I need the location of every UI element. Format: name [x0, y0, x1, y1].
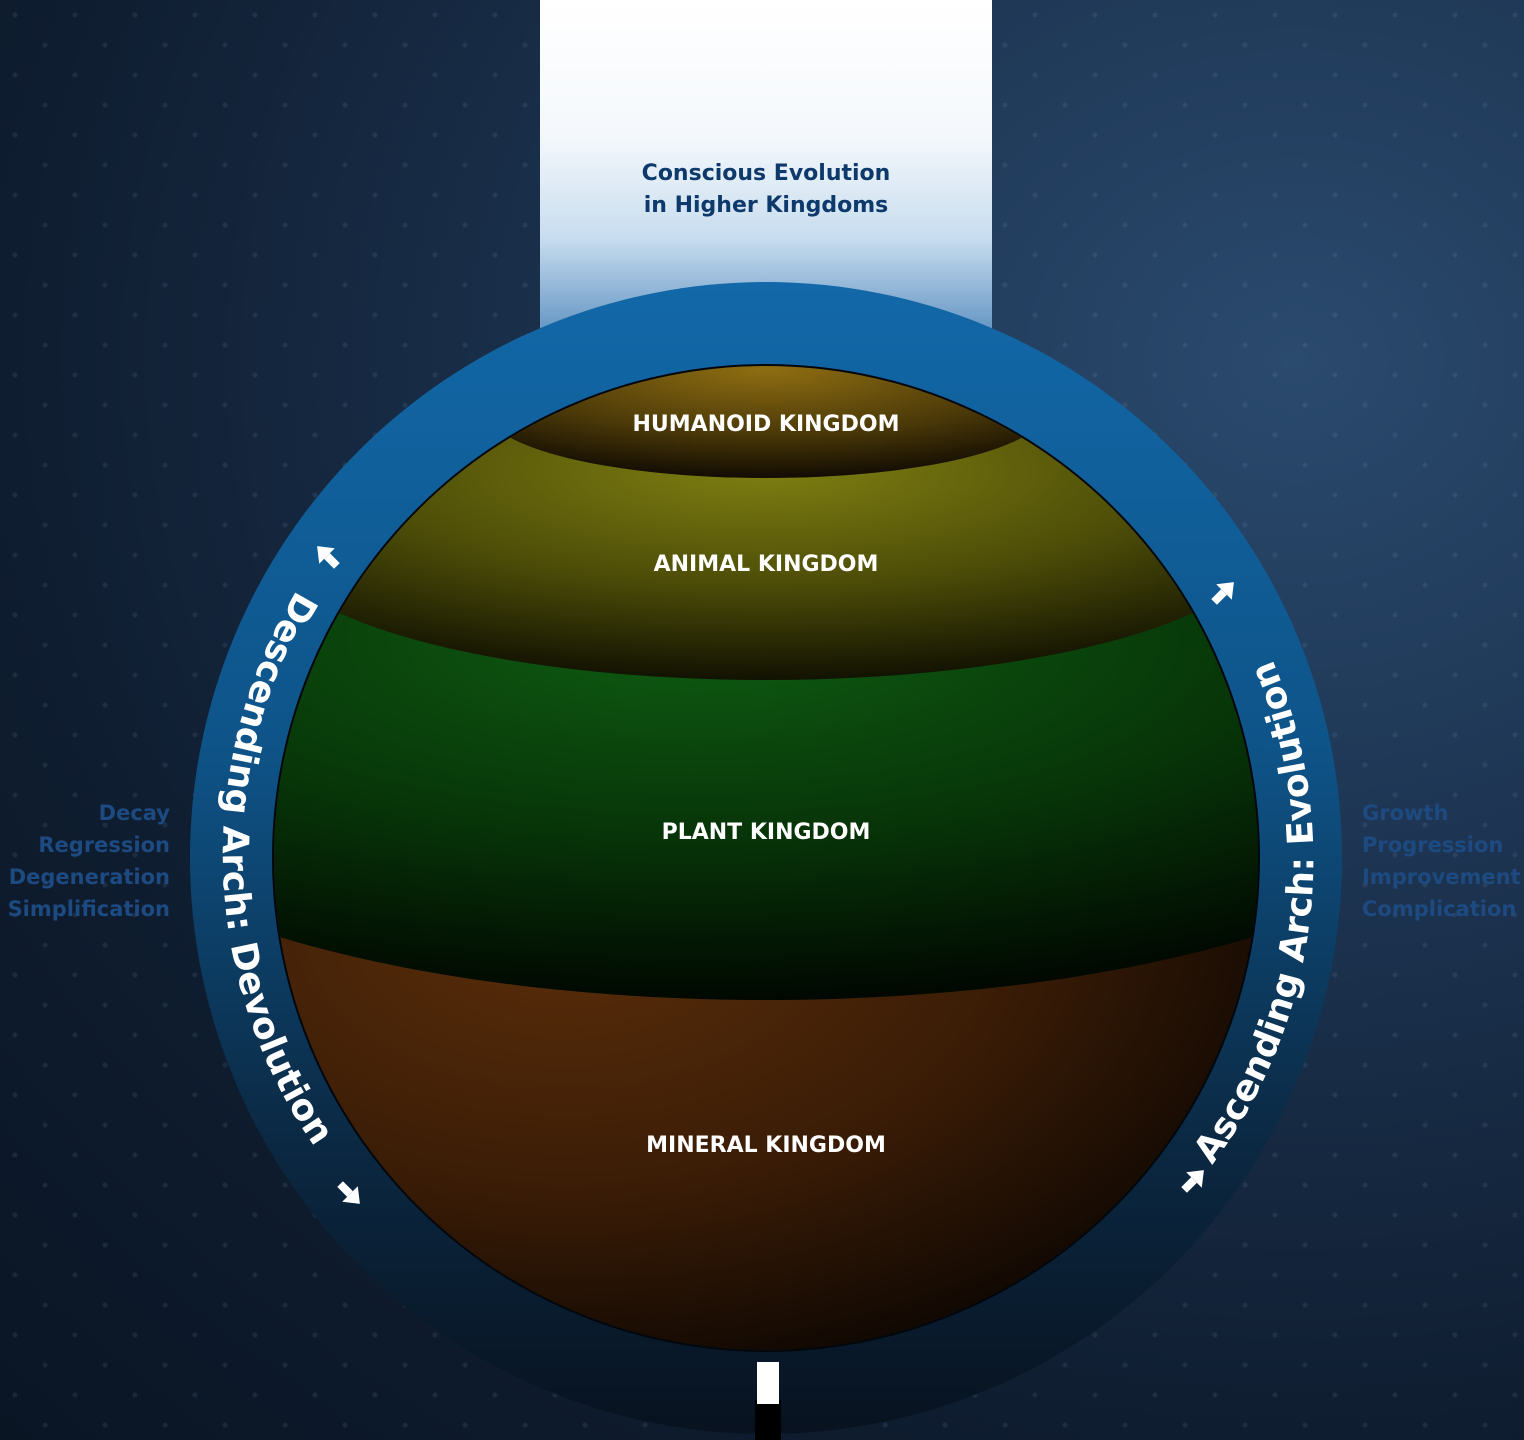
bottom-gap — [755, 1400, 781, 1440]
white-bar-marker — [757, 1362, 779, 1404]
higher-kingdoms-title-line1: Conscious Evolution — [641, 161, 891, 186]
right-word-improvement: Improvement — [1362, 865, 1521, 889]
plant-kingdom-label: PLANT KINGDOM — [662, 820, 871, 845]
arrow-down-left-icon — [317, 546, 340, 569]
left-word-decay: Decay — [98, 801, 170, 825]
animal-layer — [274, 400, 1258, 680]
right-word-progression: Progression — [1362, 833, 1504, 857]
plant-layer — [274, 520, 1258, 1000]
left-word-degeneration: Degeneration — [8, 865, 170, 889]
higher-kingdoms-title: Conscious Evolution in Higher Kingdoms — [540, 158, 992, 222]
arrow-up-right-icon — [1211, 582, 1234, 605]
mineral-kingdom-label: MINERAL KINGDOM — [646, 1133, 886, 1158]
devolution-terms: Decay Regression Degeneration Simplifica… — [8, 797, 170, 925]
arrow-up-left-icon — [1181, 1170, 1204, 1193]
humanoid-kingdom-label: HUMANOID KINGDOM — [633, 412, 900, 437]
arrow-down-right-icon — [337, 1181, 360, 1204]
higher-kingdoms-title-line2: in Higher Kingdoms — [643, 193, 889, 218]
right-word-complication: Complication — [1362, 897, 1517, 921]
right-word-growth: Growth — [1362, 801, 1449, 825]
animal-kingdom-label: ANIMAL KINGDOM — [654, 552, 879, 577]
left-word-regression: Regression — [38, 833, 170, 857]
left-word-simplification: Simplification — [7, 897, 170, 921]
evolution-terms: Growth Progression Improvement Complicat… — [1362, 797, 1521, 925]
